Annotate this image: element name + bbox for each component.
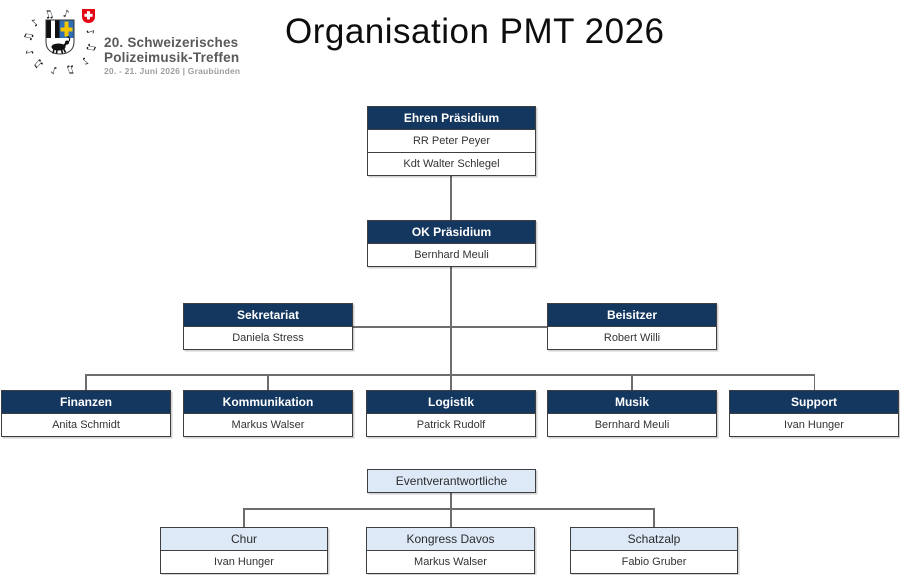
org-node-ok-praesidium: OK Präsidium Bernhard Meuli xyxy=(367,220,536,267)
node-member: Patrick Rudolf xyxy=(366,413,536,437)
connector-departments-bar xyxy=(85,374,815,376)
node-member: RR Peter Peyer xyxy=(367,129,536,153)
org-node-logistik: Logistik Patrick Rudolf xyxy=(366,390,536,437)
node-header: Logistik xyxy=(366,390,536,414)
pmt-logo: ♪ ♫ ♪ ♫ ♪ ♫ ♪ ♫ ♪ ♫ ♪ xyxy=(24,5,324,85)
connector-sekretariat-beisitzer xyxy=(352,326,548,328)
svg-text:♪: ♪ xyxy=(83,27,96,37)
node-header: Support xyxy=(729,390,899,414)
node-header: Ehren Präsidium xyxy=(367,106,536,130)
org-node-kongress-davos: Kongress Davos Markus Walser xyxy=(366,527,535,574)
node-member: Daniela Stress xyxy=(183,326,353,350)
svg-text:♪: ♪ xyxy=(24,47,37,57)
swiss-cross-icon xyxy=(82,9,95,23)
svg-text:♫: ♫ xyxy=(64,62,78,76)
org-node-eventverantwortliche: Eventverantwortliche xyxy=(367,469,536,493)
node-member: Ivan Hunger xyxy=(160,550,328,574)
org-node-beisitzer: Beisitzer Robert Willi xyxy=(547,303,717,350)
node-header: Eventverantwortliche xyxy=(367,469,536,493)
node-member: Markus Walser xyxy=(366,550,535,574)
svg-text:♪: ♪ xyxy=(62,9,70,21)
node-header: Kommunikation xyxy=(183,390,353,414)
graubuenden-shield-icon xyxy=(45,19,75,55)
org-node-chur: Chur Ivan Hunger xyxy=(160,527,328,574)
connector-event-down xyxy=(450,492,452,509)
node-member: Bernhard Meuli xyxy=(547,413,717,437)
logo-subtitle: 20. - 21. Juni 2026 | Graubünden xyxy=(104,66,241,76)
org-node-finanzen: Finanzen Anita Schmidt xyxy=(1,390,171,437)
node-member: Robert Willi xyxy=(547,326,717,350)
svg-text:♫: ♫ xyxy=(84,41,99,53)
org-node-schatzalp: Schatzalp Fabio Gruber xyxy=(570,527,738,574)
org-node-support: Support Ivan Hunger xyxy=(729,390,899,437)
connector-stub-musik xyxy=(631,374,633,390)
svg-text:♪: ♪ xyxy=(50,64,58,76)
node-header: Schatzalp xyxy=(570,527,738,551)
svg-text:♫: ♫ xyxy=(24,31,36,43)
connector-events-bar xyxy=(243,508,654,510)
connector-ehren-ok xyxy=(450,176,452,220)
pmt-logo-graphic: ♪ ♫ ♪ ♫ ♪ ♫ ♪ ♫ ♪ ♫ ♪ xyxy=(24,7,99,76)
node-member: Ivan Hunger xyxy=(729,413,899,437)
connector-stub-schatzalp xyxy=(653,508,655,527)
logo-text: 20. Schweizerisches Polizeimusik-Treffen… xyxy=(104,35,324,78)
node-header: Chur xyxy=(160,527,328,551)
svg-text:♫: ♫ xyxy=(31,56,47,72)
node-header: OK Präsidium xyxy=(367,220,536,244)
logo-title-line2: Polizeimusik-Treffen xyxy=(104,50,240,65)
org-node-kommunikation: Kommunikation Markus Walser xyxy=(183,390,353,437)
connector-stub-finanzen xyxy=(85,374,87,390)
svg-text:♫: ♫ xyxy=(42,7,56,23)
connector-stub-support xyxy=(813,374,815,390)
svg-text:♪: ♪ xyxy=(78,55,91,67)
node-header: Kongress Davos xyxy=(366,527,535,551)
node-header: Musik xyxy=(547,390,717,414)
node-member: Kdt Walter Schlegel xyxy=(367,152,536,176)
node-member: Markus Walser xyxy=(183,413,353,437)
connector-stub-chur xyxy=(243,508,245,527)
connector-stub-kommunikation xyxy=(267,374,269,390)
connector-ok-down xyxy=(450,266,452,390)
page-title: Organisation PMT 2026 xyxy=(285,12,665,51)
org-node-musik: Musik Bernhard Meuli xyxy=(547,390,717,437)
node-member: Bernhard Meuli xyxy=(367,243,536,267)
node-member: Anita Schmidt xyxy=(1,413,171,437)
ibex-icon xyxy=(51,36,71,54)
music-notes-ring-icon: ♪ ♫ ♪ ♫ ♪ ♫ ♪ ♫ ♪ ♫ ♪ xyxy=(24,7,99,76)
node-member: Fabio Gruber xyxy=(570,550,738,574)
node-header: Beisitzer xyxy=(547,303,717,327)
node-header: Finanzen xyxy=(1,390,171,414)
logo-title-line1: 20. Schweizerisches xyxy=(104,35,239,50)
org-node-sekretariat: Sekretariat Daniela Stress xyxy=(183,303,353,350)
node-header: Sekretariat xyxy=(183,303,353,327)
org-node-ehren-praesidium: Ehren Präsidium RR Peter Peyer Kdt Walte… xyxy=(367,106,536,176)
svg-text:♪: ♪ xyxy=(29,17,42,29)
connector-stub-kongress xyxy=(450,508,452,527)
